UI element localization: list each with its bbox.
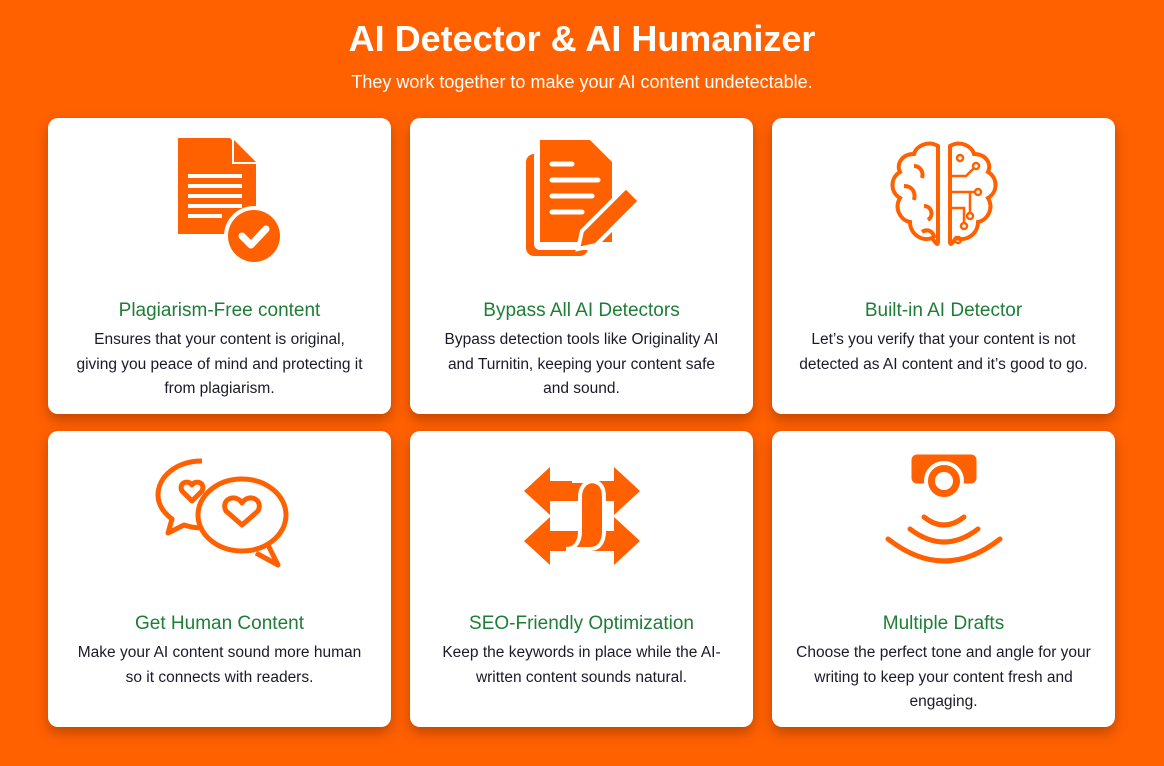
page-title: AI Detector & AI Humanizer xyxy=(348,18,816,59)
feature-description: Make your AI content sound more human so… xyxy=(77,644,362,686)
feature-title: Built-in AI Detector xyxy=(864,300,1023,321)
document-edit-icon xyxy=(410,136,753,266)
features-grid: Plagiarism-Free content Ensures that you… xyxy=(48,118,1115,727)
feature-description: Bypass detection tools like Originality … xyxy=(444,331,719,397)
page-subtitle: They work together to make your AI conte… xyxy=(351,72,813,92)
feature-card-bypass-detectors: Bypass All AI Detectors Bypass detection… xyxy=(410,118,753,414)
feature-card-seo: SEO-Friendly Optimization Keep the keywo… xyxy=(410,431,753,727)
feature-title: SEO-Friendly Optimization xyxy=(469,613,694,634)
feature-description: Choose the perfect tone and angle for yo… xyxy=(796,644,1091,710)
feature-description: Let’s you verify that your content is no… xyxy=(799,331,1088,373)
feature-title: Bypass All AI Detectors xyxy=(483,300,680,321)
feature-card-human-content: Get Human Content Make your AI content s… xyxy=(48,431,391,727)
feature-title: Plagiarism-Free content xyxy=(118,300,321,321)
signal-person-icon xyxy=(772,449,1115,579)
feature-card-multiple-drafts: Multiple Drafts Choose the perfect tone … xyxy=(772,431,1115,727)
arrows-swap-icon xyxy=(410,449,753,579)
feature-card-plagiarism-free: Plagiarism-Free content Ensures that you… xyxy=(48,118,391,414)
feature-card-builtin-detector: Built-in AI Detector Let’s you verify th… xyxy=(772,118,1115,414)
feature-title: Multiple Drafts xyxy=(882,613,1005,634)
chat-hearts-icon xyxy=(48,449,391,579)
feature-description: Ensures that your content is original, g… xyxy=(76,331,363,397)
feature-title: Get Human Content xyxy=(135,613,304,634)
feature-description: Keep the keywords in place while the AI-… xyxy=(442,644,721,686)
brain-circuit-icon xyxy=(772,136,1115,266)
document-check-icon xyxy=(48,136,391,266)
